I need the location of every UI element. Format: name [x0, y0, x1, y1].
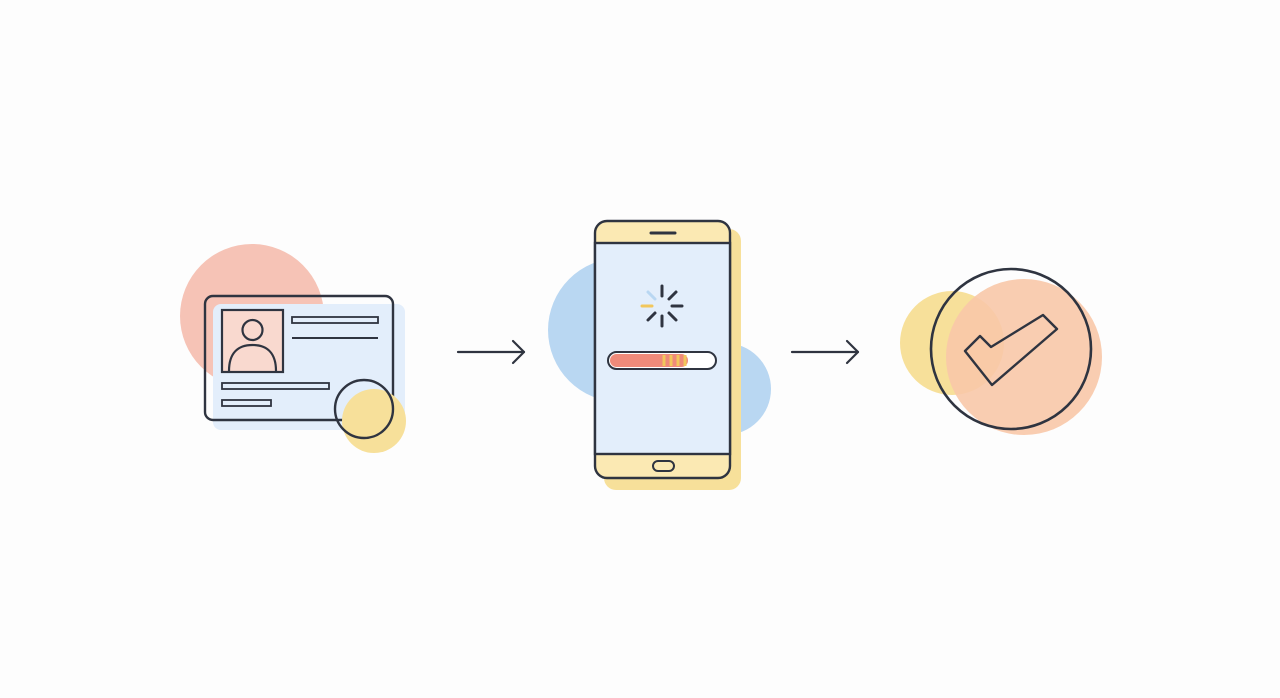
check-circle-outline [929, 267, 1093, 431]
progress-bar [607, 351, 717, 370]
checkmark-icon [963, 313, 1059, 387]
yellow-blob [342, 389, 406, 453]
smartphone-loading-icon [548, 219, 771, 490]
card-outline [203, 294, 395, 422]
progress-fill [610, 354, 688, 367]
home-button [652, 460, 675, 472]
text-line [291, 316, 379, 324]
seal-circle [333, 378, 395, 440]
text-line [221, 399, 272, 407]
text-line [221, 382, 330, 390]
phone-screen [593, 241, 732, 456]
arrow-right-icon [790, 339, 860, 365]
spinner-icon [640, 284, 684, 328]
arrow-right-icon [456, 339, 526, 365]
id-card-icon [180, 244, 406, 453]
check-circle-icon [900, 267, 1102, 435]
person-icon [227, 318, 278, 372]
